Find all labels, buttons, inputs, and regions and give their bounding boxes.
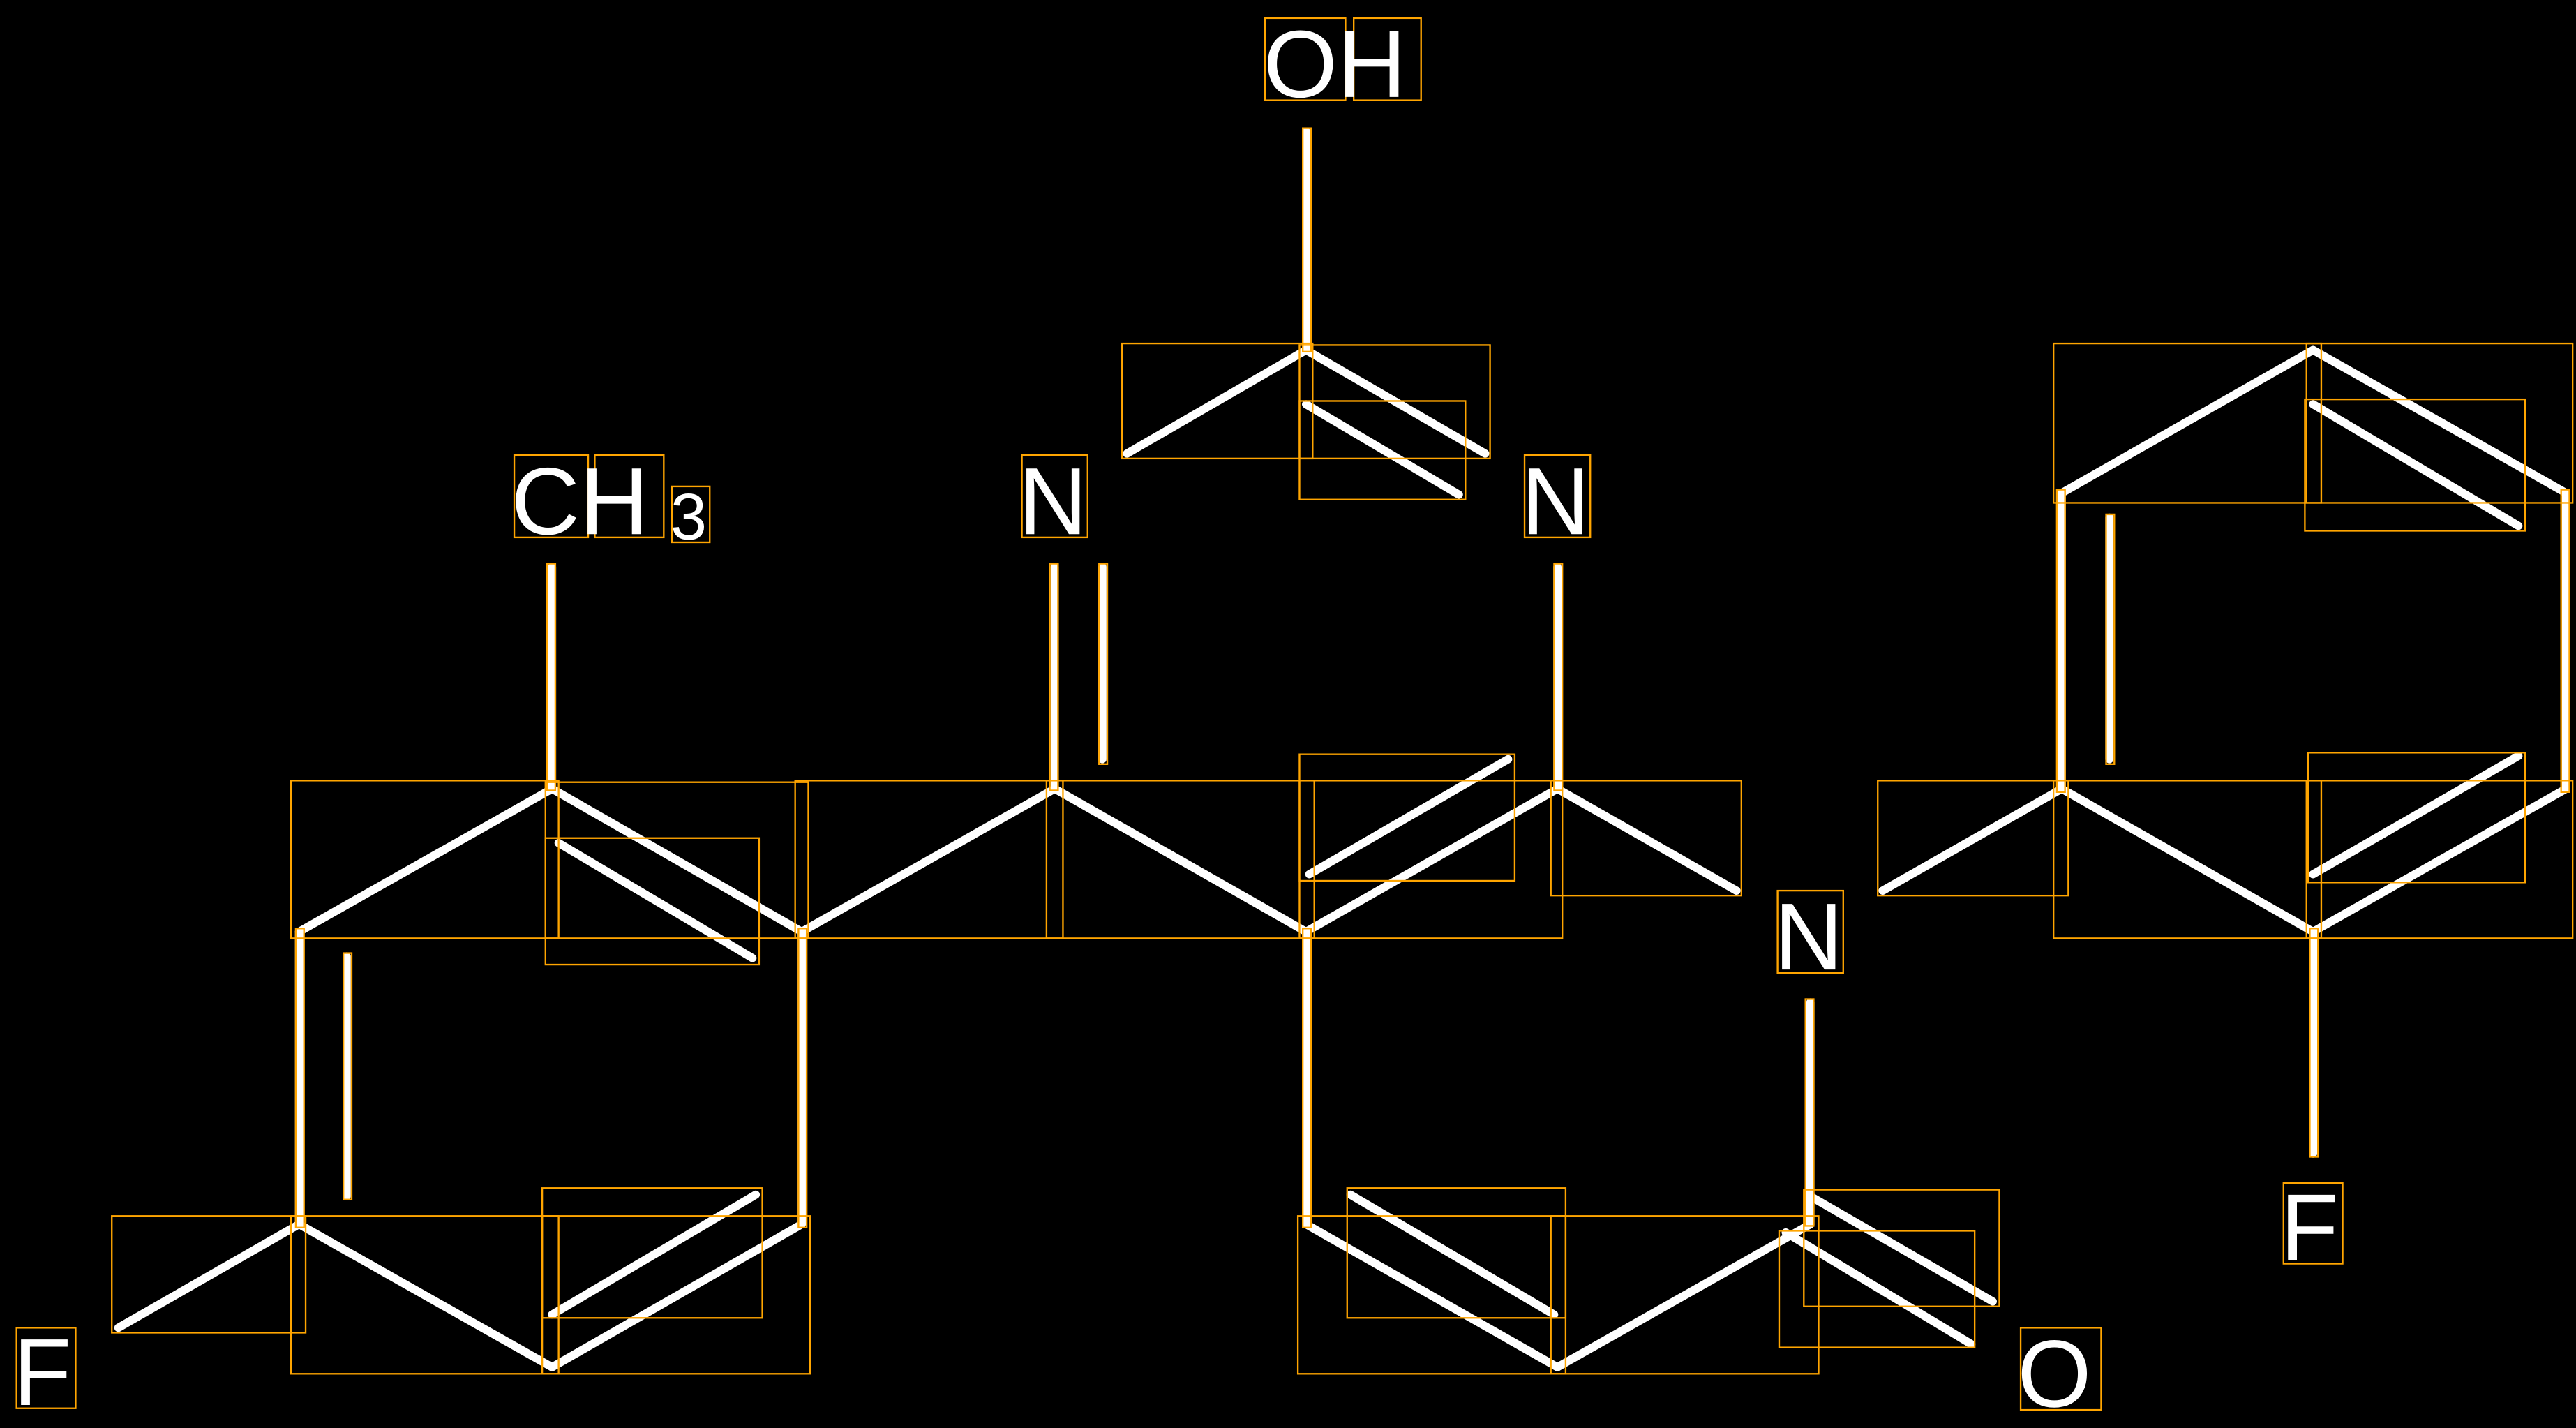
bbox [1776, 889, 1844, 974]
bond [1302, 400, 1463, 499]
bbox [1353, 17, 1422, 101]
bbox [290, 780, 560, 939]
bond [1050, 784, 1310, 936]
bbox [541, 1215, 811, 1375]
bbox [546, 563, 557, 791]
bond [2058, 784, 2318, 936]
bbox [2052, 780, 2323, 939]
bounding-boxes [15, 17, 2574, 1411]
label-n-left: N [1019, 447, 1088, 554]
bond [2309, 345, 2570, 498]
bbox [343, 952, 353, 1200]
bond [548, 1220, 806, 1371]
bbox [2305, 780, 2574, 939]
label-n-lower: N [1774, 883, 1843, 990]
bbox [1264, 17, 1347, 101]
label-f-left: F [13, 1318, 71, 1425]
bbox [1877, 780, 2069, 897]
label-ch3: CH [511, 447, 648, 554]
label-ch3-subscript: 3 [671, 479, 707, 553]
bbox [1049, 563, 1059, 791]
bond [1346, 1190, 1559, 1319]
bbox [2309, 928, 2319, 1158]
bond [1781, 1228, 1976, 1348]
bbox [794, 780, 1064, 939]
bbox [2055, 489, 2066, 794]
bbox [671, 485, 711, 544]
bbox [2052, 342, 2323, 504]
bbox [1804, 998, 1815, 1227]
bond [554, 838, 757, 962]
bbox [1021, 454, 1088, 539]
label-f-right: F [2280, 1174, 2338, 1281]
bond [294, 784, 557, 936]
bbox [1298, 400, 1467, 500]
bbox [2019, 1327, 2102, 1411]
bond [294, 1220, 557, 1371]
bond [1305, 754, 1513, 879]
label-o: O [2017, 1320, 2091, 1427]
bond [1302, 345, 1490, 458]
bbox [544, 837, 761, 966]
bbox [111, 1215, 307, 1334]
bond [548, 784, 806, 936]
bbox [594, 454, 665, 539]
bbox [290, 1215, 560, 1375]
label-n-right: N [1521, 447, 1590, 554]
bbox [513, 454, 590, 539]
bond [548, 1190, 761, 1319]
bbox [1553, 563, 1564, 791]
bond [1878, 784, 2066, 895]
bbox [2105, 513, 2116, 765]
bbox [2282, 1182, 2344, 1265]
bbox [1550, 1215, 1820, 1375]
bbox [2560, 489, 2570, 794]
bond [797, 784, 1059, 936]
bbox [797, 928, 808, 1228]
atom-labels: OH CH 3 N N N F F O [13, 10, 2339, 1427]
bbox [2304, 398, 2526, 532]
label-oh: OH [1264, 10, 1407, 117]
bbox [1302, 928, 1312, 1228]
bbox [1045, 780, 1315, 939]
bond [1553, 1220, 1815, 1371]
bbox [2305, 342, 2574, 504]
bond [114, 1220, 304, 1332]
bbox [2307, 752, 2526, 884]
bond [2309, 400, 2523, 530]
bbox [1803, 1189, 2000, 1307]
bond [1806, 1192, 1997, 1306]
bbox [1346, 1187, 1567, 1319]
bond [2309, 784, 2570, 936]
bbox [15, 1327, 77, 1409]
bond [1302, 784, 1562, 936]
bbox [294, 928, 305, 1228]
bbox [1302, 127, 1312, 353]
bond [1553, 784, 1741, 895]
bbox [1298, 780, 1564, 939]
bonds [114, 127, 2570, 1371]
bbox [1523, 454, 1592, 539]
bond [1123, 345, 1310, 458]
bond [2058, 345, 2318, 498]
bbox [1098, 563, 1109, 765]
bbox [1550, 780, 1742, 897]
bond [2309, 752, 2523, 879]
bbox [1778, 1230, 1976, 1348]
